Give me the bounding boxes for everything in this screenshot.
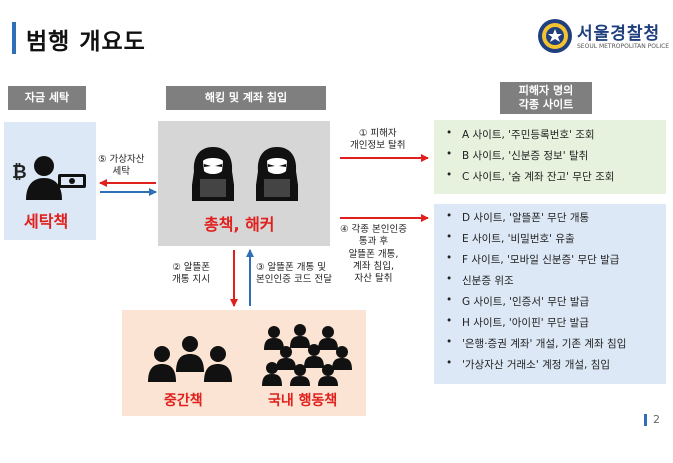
svg-text:₿: ₿ <box>12 162 27 183</box>
header-hacking: 해킹 및 계좌 침입 <box>166 86 326 110</box>
list-item: •신분증 위조 <box>446 273 514 287</box>
victim-sites-group-2 <box>434 204 666 384</box>
person-icon <box>204 346 232 382</box>
domestic-actor-label: 국내 행동책 <box>268 393 338 409</box>
arrow-5-label: ⑤ 가상자산 세탁 <box>98 154 145 178</box>
arrow-3-label: ③ 알뜰폰 개통 및 본인인증 코드 전달 <box>256 262 332 286</box>
middleman-label: 중간책 <box>164 393 203 409</box>
person-icon <box>176 336 204 372</box>
bitcoin-icon: ₿ <box>12 162 27 183</box>
hooded-hacker-icon <box>192 147 234 201</box>
police-emblem-icon <box>538 19 572 53</box>
title-accent-bar <box>12 22 16 54</box>
arrow-1-label: ① 피해자 개인정보 탈취 <box>350 128 406 152</box>
list-item: •A 사이트, '주민등록번호' 조회 <box>446 127 595 141</box>
person-icon <box>148 346 176 382</box>
person-icon <box>26 156 62 200</box>
arrow-2-label: ② 알뜰폰 개통 지시 <box>172 262 210 286</box>
header-fund-laundering: 자금 세탁 <box>8 86 86 110</box>
police-logo: 서울경찰청 SEOUL METROPOLITAN POLICE <box>537 18 669 56</box>
launderer-box: ₿ 세탁책 <box>4 122 96 240</box>
logo-subtitle: SEOUL METROPOLITAN POLICE <box>577 43 670 50</box>
list-item: •G 사이트, '인증서' 무단 발급 <box>446 294 590 308</box>
logo-name: 서울경찰청 <box>577 24 661 44</box>
middleman-group-icon <box>148 336 232 382</box>
arrow-4-label: ④ 각종 본인인증 통과 후 알뜰폰 개통, 계좌 침입, 자산 탈취 <box>340 224 407 285</box>
header-victim-sites: 피해자 명의 각종 사이트 <box>500 82 592 114</box>
hacker-box: 총책, 해커 <box>158 121 330 246</box>
hooded-hacker-icon <box>256 147 298 201</box>
victim-sites-group-1 <box>434 120 666 194</box>
launderer-label: 세탁책 <box>24 212 69 231</box>
domestic-group-icon <box>262 324 352 386</box>
list-item: •D 사이트, '알뜰폰' 무단 개통 <box>446 210 590 224</box>
cash-icon <box>58 174 86 188</box>
hacker-label: 총책, 해커 <box>204 215 275 234</box>
list-item: •B 사이트, '신분증 정보' 탈취 <box>446 148 589 162</box>
launderer-illustration: ₿ <box>12 156 86 200</box>
middleman-box: 중간책 국내 행동책 <box>122 310 366 416</box>
list-item: •C 사이트, '숨 계좌 잔고' 무단 조회 <box>446 169 615 183</box>
list-item: •'은행·증권 계좌' 개설, 기존 계좌 침입 <box>446 336 627 350</box>
list-item: •'가상자산 거래소' 계정 개설, 침입 <box>446 357 611 371</box>
victim-list-2: •D 사이트, '알뜰폰' 무단 개통 •E 사이트, '비밀번호' 유출 •F… <box>440 210 626 378</box>
victim-list-1: •A 사이트, '주민등록번호' 조회 •B 사이트, '신분증 정보' 탈취 … <box>440 127 614 190</box>
list-item: •F 사이트, '모바일 신분증' 무단 발급 <box>446 252 620 266</box>
page-title: 범행 개요도 <box>26 29 146 55</box>
list-item: •H 사이트, '아이핀' 무단 발급 <box>446 315 589 329</box>
list-item: •E 사이트, '비밀번호' 유출 <box>446 231 575 245</box>
page-number: 2 <box>644 414 660 426</box>
